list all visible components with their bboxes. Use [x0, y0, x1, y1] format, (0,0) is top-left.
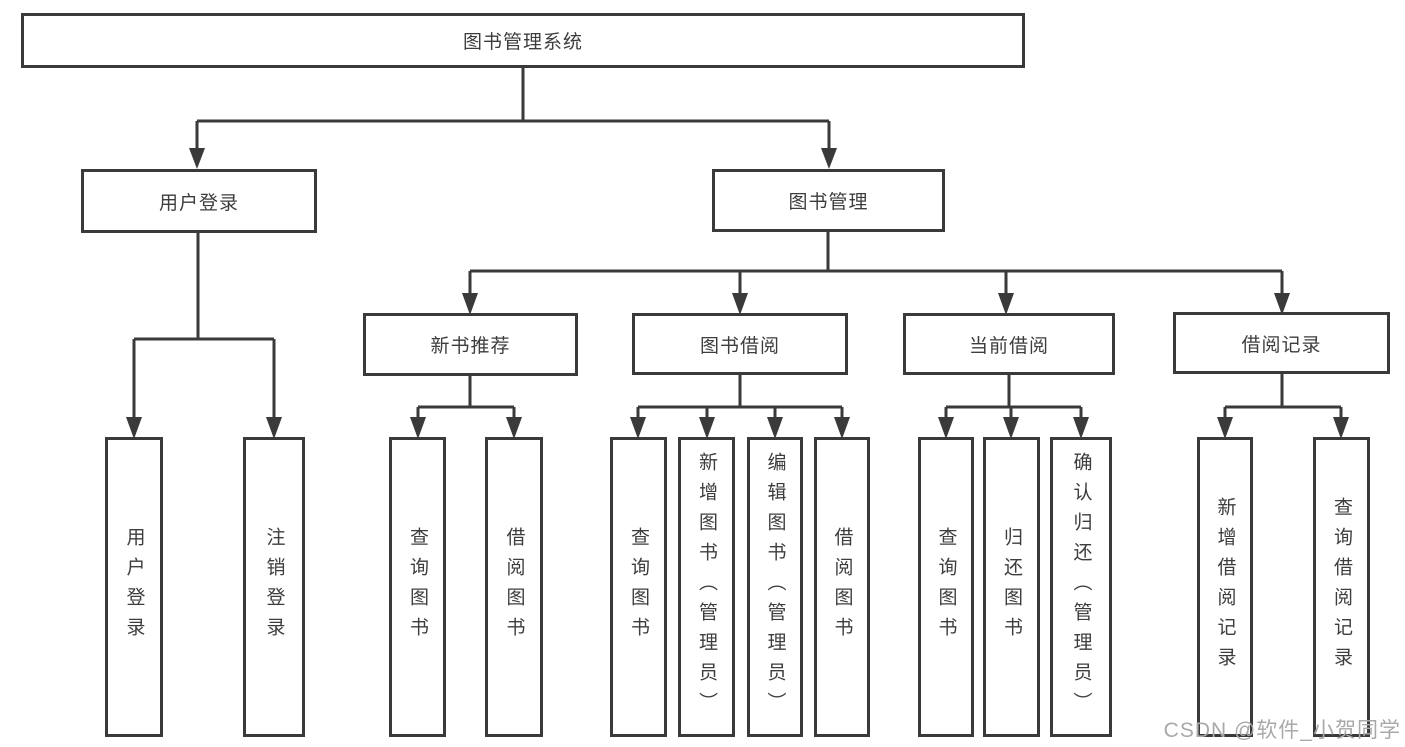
node-user-login: 用户登录	[81, 169, 317, 233]
node-label: 借阅记录	[1241, 334, 1322, 356]
arrowheads	[126, 148, 1349, 439]
node-current-borrowing: 当前借阅	[903, 313, 1115, 375]
csdn-watermark: CSDN @软件_小贺同学	[1163, 719, 1401, 742]
leaf-br-query-record: 查询借阅记录	[1313, 437, 1370, 737]
node-label: 图书借阅	[699, 335, 780, 357]
leaf-cb-return-books: 归还图书	[983, 437, 1040, 737]
node-label: 查询图书	[407, 527, 428, 647]
leaf-cb-query-books: 查询图书	[918, 437, 974, 737]
node-label: 归还图书	[1001, 527, 1022, 647]
node-label: 新书推荐	[430, 336, 511, 357]
node-label: 注销登录	[263, 527, 285, 647]
node-new-book-recommendation: 新书推荐	[363, 313, 578, 376]
node-book-borrowing: 图书借阅	[632, 313, 848, 375]
node-label: 当前借阅	[968, 335, 1049, 357]
node-label: 查询图书	[935, 527, 957, 647]
node-label: 图书管理	[788, 192, 869, 213]
leaf-nbr-query-books: 查询图书	[389, 437, 446, 737]
node-label: 图书管理系统	[462, 32, 583, 53]
node-label: 新增图书（管理员）	[696, 452, 717, 722]
leaf-logout: 注销登录	[243, 437, 305, 737]
node-label: 确认归还（管理员）	[1070, 452, 1092, 722]
leaf-cb-confirm-return-admin: 确认归还（管理员）	[1050, 437, 1112, 737]
node-label: 用户登录	[158, 192, 239, 214]
leaf-bb-add-books-admin: 新增图书（管理员）	[678, 437, 735, 737]
connector-segments	[132, 68, 1343, 421]
node-label: 新增借阅记录	[1214, 497, 1236, 677]
node-label: 查询图书	[628, 527, 649, 647]
leaf-user-login: 用户登录	[105, 437, 163, 737]
leaf-bb-borrow-books: 借阅图书	[814, 437, 870, 737]
node-label: 借阅图书	[503, 527, 525, 647]
node-label: 用户登录	[123, 527, 145, 647]
node-library-management-system: 图书管理系统	[21, 13, 1025, 68]
node-borrowing-records: 借阅记录	[1173, 312, 1390, 374]
node-label: 查询借阅记录	[1331, 497, 1352, 677]
node-label: 借阅图书	[831, 527, 853, 647]
node-label: 编辑图书（管理员）	[764, 452, 786, 722]
node-book-management: 图书管理	[712, 169, 945, 232]
leaf-bb-query-books: 查询图书	[610, 437, 667, 737]
leaf-bb-edit-books-admin: 编辑图书（管理员）	[747, 437, 803, 737]
leaf-nbr-borrow-books: 借阅图书	[485, 437, 543, 737]
leaf-br-add-record: 新增借阅记录	[1197, 437, 1253, 737]
